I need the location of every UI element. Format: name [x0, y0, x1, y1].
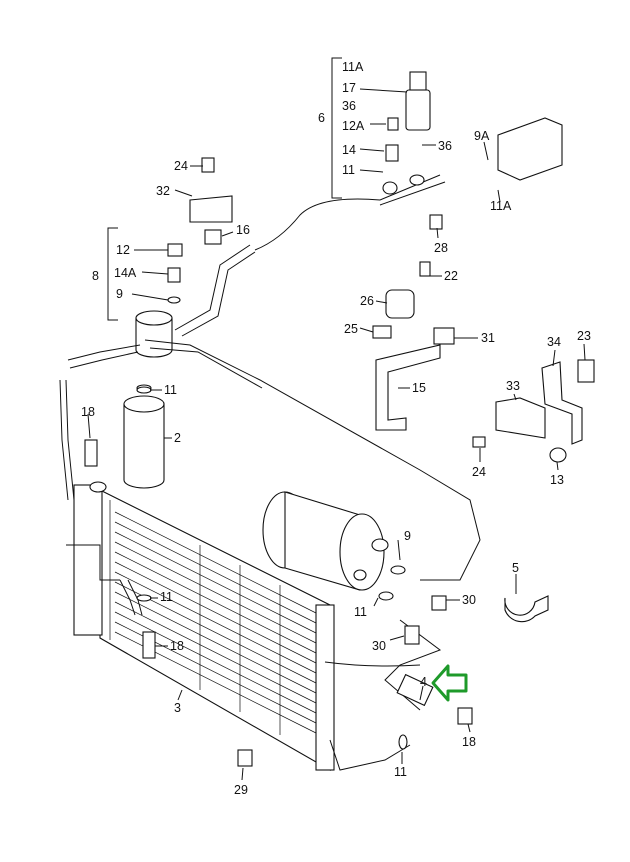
- label-32: 32: [156, 184, 170, 198]
- label-3: 3: [174, 701, 181, 715]
- label-34: 34: [547, 335, 561, 349]
- label-2: 2: [174, 431, 181, 445]
- label-9A: 9A: [474, 129, 490, 143]
- compressor: [262, 491, 389, 591]
- label-24-right: 24: [472, 465, 486, 479]
- receiver-drier: [123, 384, 165, 489]
- green-arrow-icon: [431, 664, 468, 702]
- label-12A: 12A: [342, 119, 365, 133]
- label-14A: 14A: [114, 266, 137, 280]
- label-30a: 30: [462, 593, 476, 607]
- label-18-left: 18: [81, 405, 95, 419]
- label-25: 25: [344, 322, 358, 336]
- part-labels: 11A 17 6 36 12A 36 9A 14 11 11A 24 32 16…: [81, 60, 591, 797]
- label-12: 12: [116, 243, 130, 257]
- label-11A-top: 11A: [342, 60, 364, 74]
- label-5: 5: [512, 561, 519, 575]
- label-22: 22: [444, 269, 458, 283]
- label-24-top: 24: [174, 159, 188, 173]
- label-14: 14: [342, 143, 356, 157]
- label-29: 29: [234, 783, 248, 797]
- label-9-comp: 9: [404, 529, 411, 543]
- label-4: 4: [420, 675, 427, 689]
- label-23: 23: [577, 329, 591, 343]
- receiver-holder: [135, 243, 183, 358]
- label-8: 8: [92, 269, 99, 283]
- pressure-switch-group: [382, 71, 563, 230]
- label-31: 31: [481, 331, 495, 345]
- label-9-left: 9: [116, 287, 123, 301]
- label-13: 13: [550, 473, 564, 487]
- clip-5: [504, 595, 549, 623]
- label-11-low: 11: [160, 590, 173, 604]
- hose-4: [396, 673, 434, 707]
- leader-lines: [87, 57, 586, 781]
- brackets-right: [472, 359, 595, 463]
- label-11-top: 11: [342, 163, 355, 177]
- label-18-low: 18: [170, 639, 184, 653]
- label-11-comp: 11: [354, 605, 367, 619]
- label-28: 28: [434, 241, 448, 255]
- label-11-bottom: 11: [394, 765, 407, 779]
- label-36b: 36: [438, 139, 452, 153]
- label-11-mid: 11: [164, 383, 177, 397]
- small-parts: [84, 157, 473, 767]
- bracket-15: [372, 261, 455, 431]
- label-16: 16: [236, 223, 250, 237]
- label-33: 33: [506, 379, 520, 393]
- label-6: 6: [318, 111, 325, 125]
- label-30b: 30: [372, 639, 386, 653]
- label-15: 15: [412, 381, 426, 395]
- label-11A-right: 11A: [490, 199, 512, 213]
- label-18-right: 18: [462, 735, 476, 749]
- label-26: 26: [360, 294, 374, 308]
- label-36a: 36: [342, 99, 356, 113]
- label-17: 17: [342, 81, 356, 95]
